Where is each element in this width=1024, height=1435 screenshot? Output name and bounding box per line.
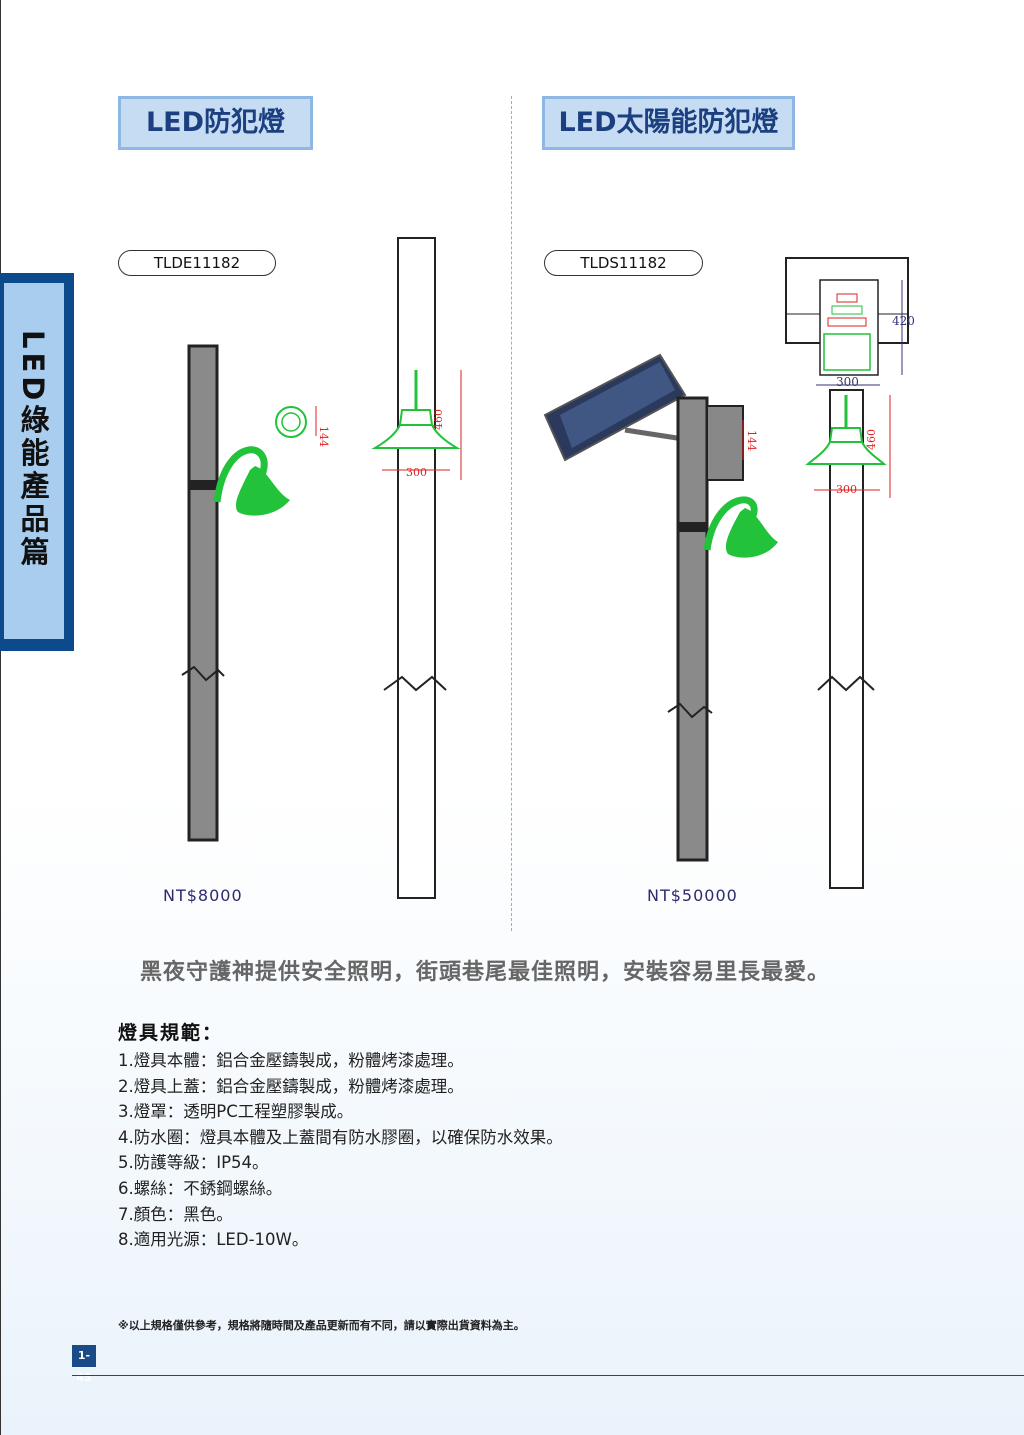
right-price: NT$50000	[647, 886, 738, 905]
left-lamp-shade	[235, 466, 290, 516]
left-pole-band	[189, 480, 217, 490]
left-side-shade	[371, 424, 461, 449]
side-tab-inner	[4, 283, 64, 639]
right-lamp-shade	[725, 508, 778, 558]
spec-item: 8.適用光源：LED-10W。	[118, 1230, 309, 1250]
spec-item: 1.燈具本體：鋁合金壓鑄製成，粉體烤漆處理。	[118, 1051, 464, 1070]
left-model-label: TLDE11182	[118, 250, 276, 276]
side-tab-label: LED綠能產品篇	[16, 330, 50, 570]
solar-panel	[543, 353, 687, 462]
spec-item: 4.防水圈：燈具本體及上蓋間有防水膠圈，以確保防水效果。	[118, 1127, 563, 1147]
right-product-drawing: 144 420 300 300 460	[543, 257, 915, 889]
control-label-1	[836, 293, 858, 303]
right-pole-break	[667, 702, 713, 719]
right-pole-band	[678, 522, 707, 532]
left-side-pole	[397, 237, 436, 899]
spec-item: 7.顏色：黑色。	[118, 1204, 233, 1224]
right-dim-300: 300	[836, 483, 857, 496]
page-border	[0, 0, 1, 1435]
center-divider	[511, 96, 512, 931]
left-lamp-arm	[213, 446, 268, 503]
left-top-view-inner	[281, 412, 301, 432]
right-lamp-arm	[703, 496, 758, 551]
tagline: 黑夜守護神提供安全照明，街頭巷尾最佳照明，安裝容易里長最愛。	[140, 959, 831, 985]
right-side-cap	[828, 427, 864, 443]
battery-box	[706, 405, 744, 481]
left-dim-300: 300	[406, 466, 427, 479]
left-pole-break	[181, 665, 225, 682]
right-side-shade	[805, 441, 887, 465]
spec-item: 3.燈罩：透明PC工程塑膠製成。	[118, 1102, 354, 1122]
footer-rule	[72, 1375, 1024, 1376]
spec-heading: 燈具規範：	[118, 1022, 224, 1044]
control-label-2	[831, 305, 863, 315]
left-price: NT$8000	[163, 886, 243, 905]
spec-item: 2.燈具上蓋：鋁合金壓鑄製成，粉體烤漆處理。	[118, 1076, 464, 1096]
right-pole	[676, 396, 709, 862]
left-product-drawing: 144 300 460	[181, 237, 462, 899]
right-product-title: LED太陽能防犯燈	[542, 96, 795, 150]
right-dim-144: 144	[745, 430, 758, 451]
page-number: 1-43	[72, 1345, 96, 1384]
left-side-cap	[398, 409, 434, 426]
left-top-view-outer	[275, 406, 307, 438]
right-dim-420: 420	[892, 314, 915, 328]
left-product-title: LED防犯燈	[118, 96, 313, 150]
right-dim-460: 460	[865, 429, 878, 450]
spec-list: 1.燈具本體：鋁合金壓鑄製成，粉體烤漆處理。 2.燈具上蓋：鋁合金壓鑄製成，粉體…	[118, 1048, 563, 1253]
control-label-4	[823, 333, 871, 371]
disclaimer-note: ※以上規格僅供參考，規格將隨時間及產品更新而有不同，請以實際出貨資料為主。	[118, 1319, 525, 1332]
left-pole	[187, 344, 219, 842]
spec-item: 5.防護等級：IP54。	[118, 1153, 269, 1173]
right-model-label: TLDS11182	[544, 250, 703, 276]
right-dim-box-300: 300	[836, 375, 859, 389]
left-dim-460: 460	[432, 409, 445, 430]
left-dim-144: 144	[317, 426, 330, 447]
right-side-pole	[829, 389, 864, 889]
left-side-break	[383, 675, 447, 692]
control-label-3	[827, 317, 867, 327]
spec-item: 6.螺絲：不銹鋼螺絲。	[118, 1178, 283, 1198]
right-side-break	[817, 675, 875, 692]
